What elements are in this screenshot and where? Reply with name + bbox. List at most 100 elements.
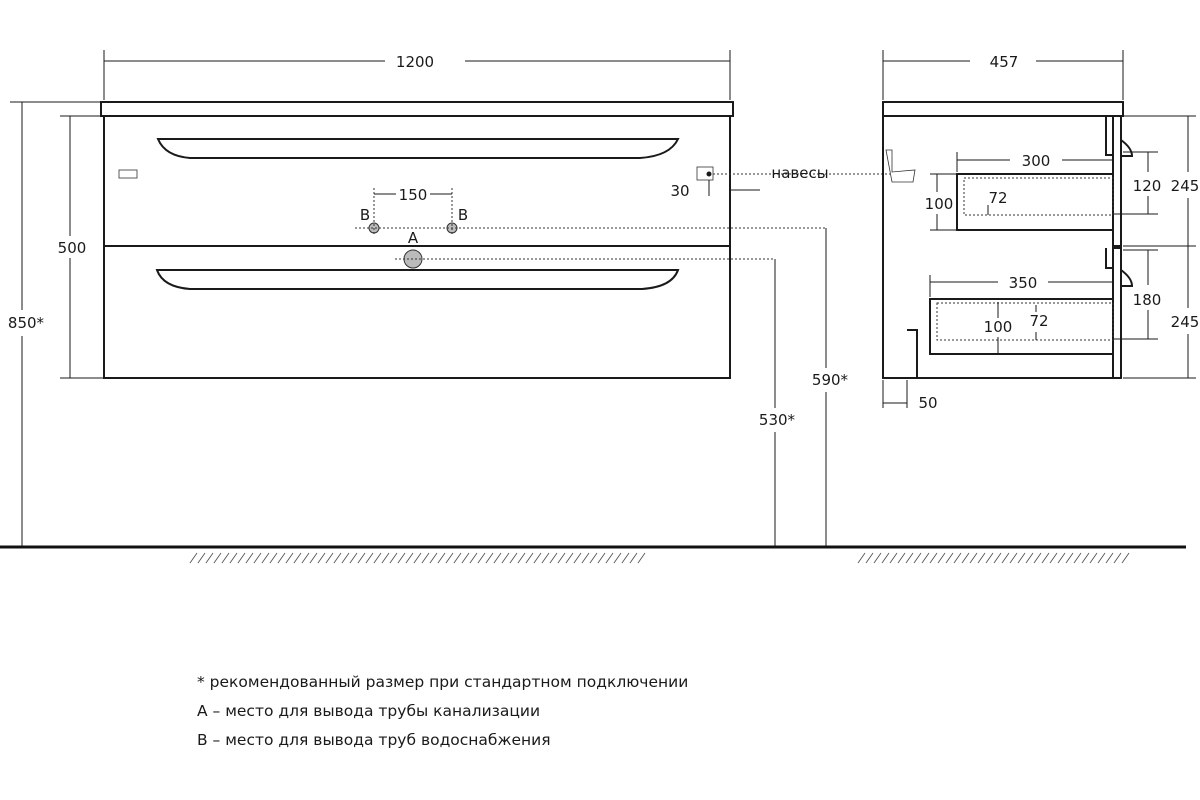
hatch-line [389, 552, 398, 564]
dim-upper-gap-label: 120 [1133, 177, 1162, 195]
hatch-line [1025, 552, 1034, 564]
hinges-label: навесы [771, 164, 828, 182]
hatch-line [357, 552, 366, 564]
dim-upper-drawer-height-label: 100 [925, 195, 954, 213]
floor [0, 545, 1186, 564]
hatch-line [397, 552, 406, 564]
dim-back-offset-label: 50 [918, 394, 937, 412]
hatch-line [405, 552, 414, 564]
hatch-line [1105, 552, 1114, 564]
hatch-line [325, 552, 334, 564]
side-lower-front [1112, 247, 1122, 379]
hatch-line [437, 552, 446, 564]
dim-upper-front-height-label: 245 [1171, 177, 1200, 195]
hatch-line [525, 552, 534, 564]
note-drain: A – место для вывода трубы канализации [197, 702, 541, 720]
hatch-line [929, 552, 938, 564]
floor-hatch-right [857, 552, 1130, 564]
hatch-line [485, 552, 494, 564]
hatch-line [1017, 552, 1026, 564]
hatch-line [253, 552, 262, 564]
hatch-line [341, 552, 350, 564]
side-view: 457 300 350 100 72 100 72 120 [882, 50, 1200, 412]
hatch-line [637, 552, 646, 564]
dim-lower-drawer-height-label: 100 [984, 318, 1013, 336]
upper-drawer-handle [156, 138, 680, 159]
hatch-line [1041, 552, 1050, 564]
hatch-line [549, 552, 558, 564]
hatch-line [429, 552, 438, 564]
side-upper-front [1112, 115, 1122, 247]
legend-notes: * рекомендованный размер при стандартном… [197, 668, 688, 755]
hatch-line [1033, 552, 1042, 564]
hatch-line [541, 552, 550, 564]
note-recommended: * рекомендованный размер при стандартном… [197, 673, 689, 691]
hatch-line [961, 552, 970, 564]
hatch-line [533, 552, 542, 564]
hatch-line [993, 552, 1002, 564]
hatch-line [293, 552, 302, 564]
hatch-line [493, 552, 502, 564]
hatch-line [413, 552, 422, 564]
hatch-line [1065, 552, 1074, 564]
lower-drawer-handle [155, 269, 680, 290]
hatch-line [421, 552, 430, 564]
hatch-line [309, 552, 318, 564]
hatch-line [897, 552, 906, 564]
hatch-line [921, 552, 930, 564]
hatch-line [197, 552, 206, 564]
side-lower-drawer [929, 298, 1114, 355]
dim-hinge-offset-label: 30 [670, 182, 689, 200]
hatch-line [469, 552, 478, 564]
hatch-line [461, 552, 470, 564]
dim-upper-drawer-inner-label: 72 [988, 189, 1007, 207]
front-countertop [100, 101, 734, 117]
hatch-line [581, 552, 590, 564]
side-countertop [882, 101, 1124, 117]
dim-lower-front-height-label: 245 [1171, 313, 1200, 331]
hatch-line [629, 552, 638, 564]
hatch-line [1009, 552, 1018, 564]
hatch-line [317, 552, 326, 564]
dim-drain-height-label: 590* [812, 371, 849, 389]
hatch-line [237, 552, 246, 564]
hatch-line [945, 552, 954, 564]
dim-body-height-label: 500 [58, 239, 87, 257]
hatch-line [381, 552, 390, 564]
hatch-line [873, 552, 882, 564]
dim-pipe-spacing-label: 150 [399, 186, 428, 204]
hatch-line [1057, 552, 1066, 564]
hatch-line [1073, 552, 1082, 564]
hatch-line [621, 552, 630, 564]
label-a: A [408, 229, 419, 247]
dim-upper-drawer-depth-label: 300 [1022, 152, 1051, 170]
hatch-line [905, 552, 914, 564]
hatch-line [565, 552, 574, 564]
hatch-line [349, 552, 358, 564]
hatch-line [953, 552, 962, 564]
hatch-line [889, 552, 898, 564]
floor-hatch-left [189, 552, 646, 564]
hatch-line [985, 552, 994, 564]
hatch-line [969, 552, 978, 564]
hatch-line [1097, 552, 1106, 564]
hatch-line [1121, 552, 1130, 564]
hatch-line [509, 552, 518, 564]
hatch-line [1113, 552, 1122, 564]
left-hinge-marker [118, 169, 138, 179]
hatch-line [937, 552, 946, 564]
hatch-line [261, 552, 270, 564]
side-upper-drawer [956, 173, 1114, 231]
hatch-line [613, 552, 622, 564]
dim-lower-drawer-depth-label: 350 [1009, 274, 1038, 292]
dim-total-height-label: 850* [8, 314, 45, 332]
hatch-line [477, 552, 486, 564]
dim-depth-label: 457 [990, 53, 1019, 71]
hatch-line [1089, 552, 1098, 564]
hatch-line [277, 552, 286, 564]
hatch-line [285, 552, 294, 564]
hatch-line [221, 552, 230, 564]
hatch-line [501, 552, 510, 564]
hatch-line [445, 552, 454, 564]
dim-width-label: 1200 [396, 53, 434, 71]
